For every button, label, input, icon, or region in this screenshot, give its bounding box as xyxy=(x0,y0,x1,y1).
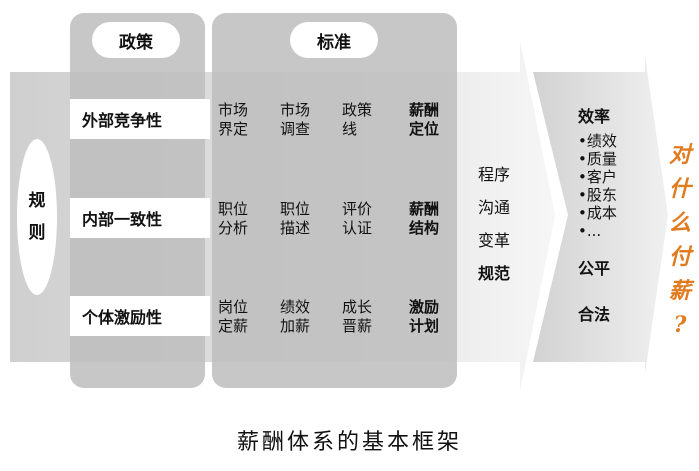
side-label: 规则 xyxy=(28,191,46,243)
question-char: 付 xyxy=(668,244,691,270)
efficiency-item: •绩效 xyxy=(578,132,617,150)
process-item: 变革 xyxy=(478,231,511,250)
process-list: 程序 沟通 变革 规范 xyxy=(478,158,510,290)
side-label-ellipse xyxy=(17,139,57,295)
row3-cell-3: 成长 晋薪 xyxy=(342,298,373,335)
row2-cell-2: 职位 描述 xyxy=(280,200,311,237)
efficiency-item: •股东 xyxy=(578,186,617,204)
outcomes-panel: 效率 •绩效 •质量 •客户 •股东 •成本 •... 公平 合法 xyxy=(578,108,617,324)
caption: 薪酬体系的基本框架 xyxy=(236,430,462,455)
question-char: ? xyxy=(673,312,687,338)
question-char: 什 xyxy=(668,176,691,202)
row-label-individual: 个体激励性 xyxy=(70,296,210,336)
policy-header: 政策 xyxy=(92,22,180,58)
fairness-label: 公平 xyxy=(578,259,611,278)
efficiency-item: •成本 xyxy=(578,204,617,222)
row3-result: 激励 计划 xyxy=(409,298,440,335)
standard-header: 标准 xyxy=(290,22,378,58)
question-char: 对 xyxy=(668,142,691,168)
efficiency-item: •客户 xyxy=(578,168,617,186)
process-item-bold: 规范 xyxy=(478,264,511,283)
row2-cell-1: 职位 分析 xyxy=(218,200,249,237)
row3-cell-1: 岗位 定薪 xyxy=(218,298,249,335)
row3-cell-2: 绩效 加薪 xyxy=(280,298,311,335)
efficiency-item: •... xyxy=(578,222,602,240)
row-label-internal: 内部一致性 xyxy=(70,198,210,238)
question-char: 么 xyxy=(668,210,691,236)
efficiency-item: •质量 xyxy=(578,150,617,168)
row1-cell-2: 市场 调查 xyxy=(280,101,311,138)
process-item: 程序 xyxy=(478,165,511,184)
efficiency-title: 效率 xyxy=(578,107,611,126)
row1-cell-3: 政策 线 xyxy=(342,101,373,138)
row1-cell-1: 市场 界定 xyxy=(218,101,249,138)
row1-result: 薪酬 定位 xyxy=(409,101,440,138)
outcome-arrow xyxy=(533,56,668,374)
legality-label: 合法 xyxy=(578,305,611,324)
row2-result: 薪酬 结构 xyxy=(409,200,440,237)
vertical-question: 对 什 么 付 薪 ? xyxy=(666,138,694,342)
row2-cell-3: 评价 认证 xyxy=(342,200,373,237)
process-item: 沟通 xyxy=(478,198,511,217)
question-char: 薪 xyxy=(668,278,691,304)
row-label-external: 外部竞争性 xyxy=(70,99,210,139)
standard-column xyxy=(212,13,457,388)
